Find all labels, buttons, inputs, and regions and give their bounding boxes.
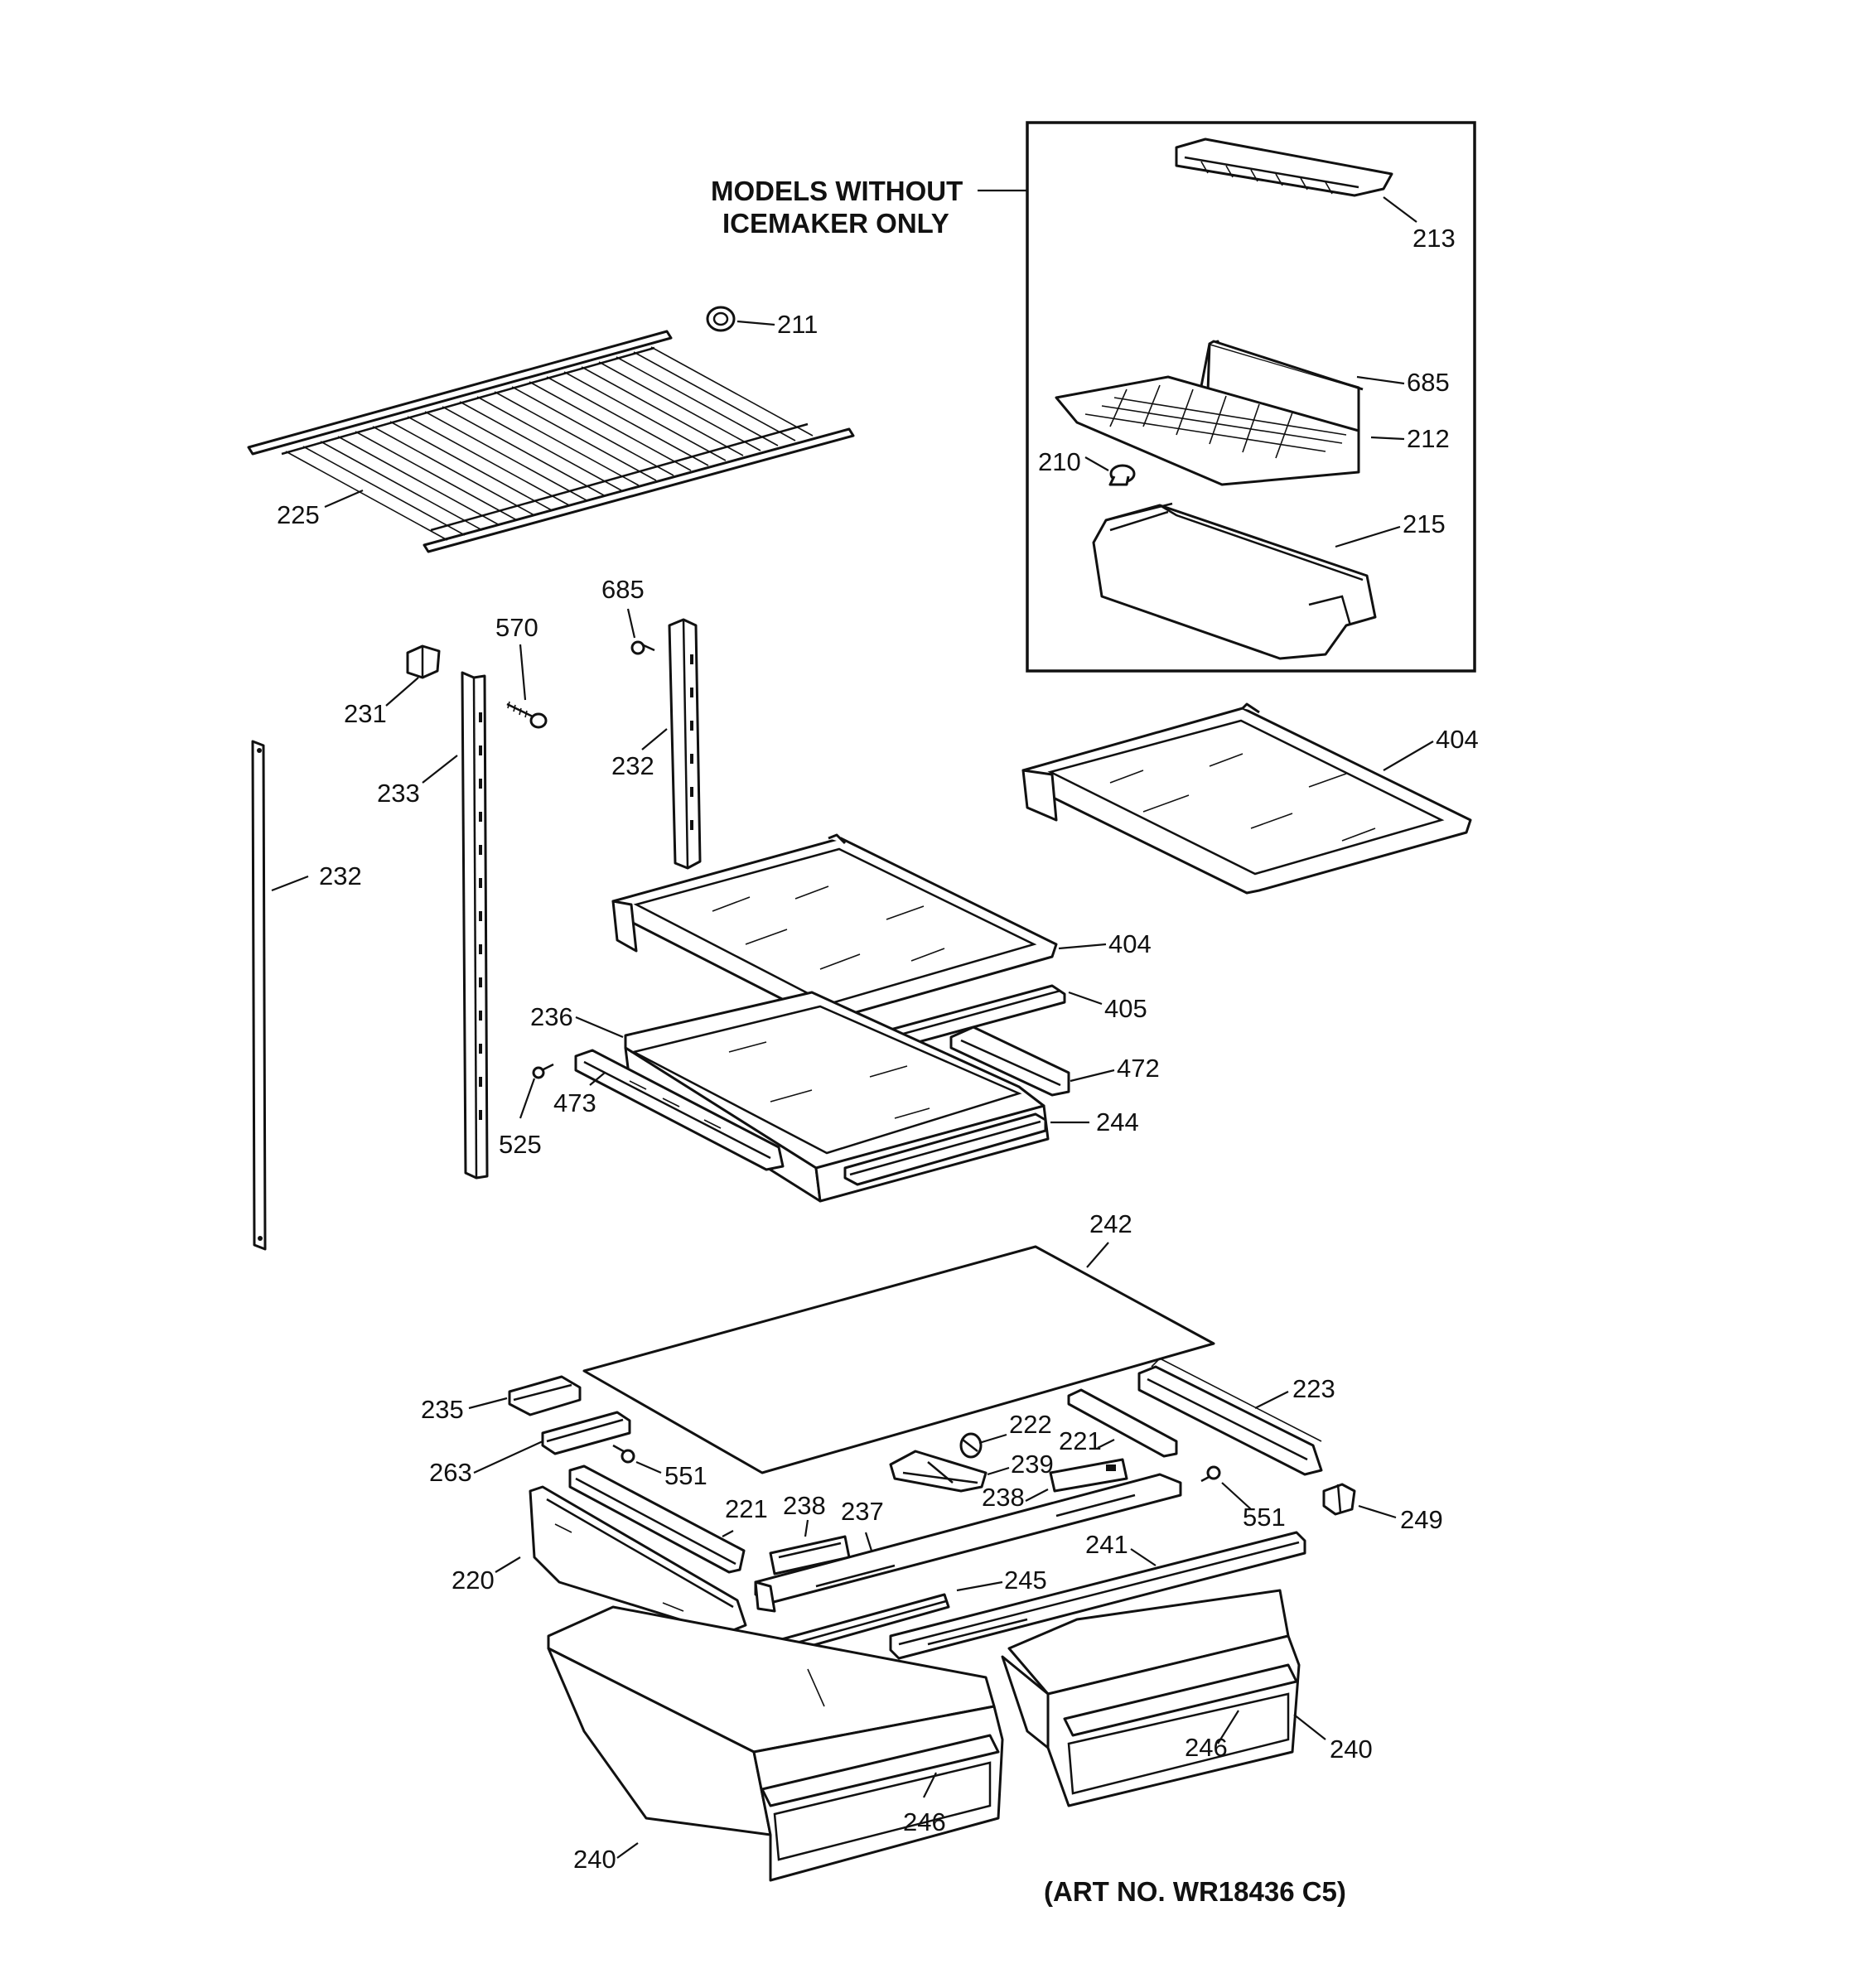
glass-shelf-404-right [1021, 702, 1472, 895]
rail-232-center [668, 618, 702, 870]
part-label-l244: 244 [1096, 1107, 1139, 1136]
part-label-l685a: 685 [1407, 368, 1450, 397]
inset-caption-line1: MODELS WITHOUT [711, 176, 963, 206]
part-label-l472: 472 [1117, 1054, 1160, 1083]
shelf-cap-211 [706, 306, 736, 332]
part-label-l242: 242 [1089, 1209, 1132, 1238]
part-label-l240a: 240 [573, 1845, 616, 1874]
slide-rail-223 [1137, 1358, 1323, 1476]
screw-551-right [1200, 1465, 1221, 1483]
part-label-l212: 212 [1407, 424, 1450, 453]
part-label-l405: 405 [1104, 994, 1147, 1023]
bracket-221-center [1067, 1388, 1178, 1458]
part-label-l246a: 246 [903, 1807, 946, 1836]
screw-551-left [612, 1444, 635, 1464]
knob-210 [1108, 464, 1136, 486]
part-label-l232a: 232 [319, 861, 362, 890]
part-label-l249: 249 [1400, 1505, 1443, 1534]
part-label-l241: 241 [1085, 1530, 1128, 1559]
ice-tray-213 [1175, 138, 1393, 197]
crisper-drawer-240-left [547, 1605, 1004, 1882]
part-label-l245: 245 [1004, 1566, 1047, 1595]
screw-685 [630, 640, 655, 655]
screw-525 [532, 1063, 554, 1079]
ice-tray-support-212 [1055, 340, 1364, 486]
bracket-263 [541, 1411, 631, 1455]
part-label-l223: 223 [1292, 1374, 1335, 1403]
part-label-l238a: 238 [783, 1491, 826, 1520]
part-label-l221b: 221 [725, 1494, 768, 1523]
clip-231 [406, 644, 441, 679]
drawer-trim-244 [843, 1112, 1047, 1186]
part-label-l233: 233 [377, 779, 420, 808]
inset-caption-line2: ICEMAKER ONLY [722, 208, 949, 239]
screw-570 [506, 701, 548, 729]
part-label-l221a: 221 [1059, 1426, 1102, 1455]
part-label-l235: 235 [421, 1395, 464, 1424]
wire-shelf-225 [247, 330, 855, 553]
part-label-l525: 525 [499, 1130, 542, 1159]
part-label-l211: 211 [777, 310, 818, 339]
part-label-l220: 220 [452, 1566, 495, 1595]
part-label-l246b: 246 [1185, 1733, 1228, 1762]
part-label-l404b: 404 [1108, 929, 1152, 958]
glass-shelf-404-center [611, 833, 1058, 1022]
rail-232-left [251, 740, 267, 1251]
drawer-slide-473 [574, 1049, 785, 1171]
part-label-l473: 473 [553, 1088, 596, 1117]
part-label-l685b: 685 [601, 575, 645, 604]
part-label-l238b: 238 [982, 1483, 1025, 1512]
part-label-l239: 239 [1011, 1450, 1054, 1479]
part-label-l213: 213 [1412, 224, 1456, 253]
glass-panel-242 [582, 1245, 1215, 1474]
rail-233 [461, 671, 489, 1180]
icemaker-inset: MODELS WITHOUT ICEMAKER ONLY 213 685 212 [711, 121, 1476, 673]
part-label-l225: 225 [277, 500, 320, 529]
art-number: (ART NO. WR18436 C5) [1044, 1876, 1346, 1907]
part-label-l236: 236 [530, 1002, 573, 1031]
rail-241 [889, 1531, 1306, 1660]
roller-222 [959, 1432, 983, 1459]
ice-bucket-215 [1092, 502, 1377, 660]
part-label-l232b: 232 [611, 751, 654, 780]
part-label-l222: 222 [1009, 1410, 1052, 1439]
bracket-221-left [568, 1464, 746, 1574]
part-label-l551a: 551 [664, 1461, 707, 1490]
drawer-slide-472 [949, 1025, 1070, 1097]
part-label-l237: 237 [841, 1497, 884, 1526]
part-label-l215: 215 [1403, 509, 1446, 538]
part-label-l210: 210 [1038, 447, 1081, 476]
cross-rail-237 [754, 1473, 1182, 1613]
plate-238-right [1049, 1458, 1128, 1493]
part-label-l570: 570 [495, 613, 538, 642]
part-label-l231: 231 [344, 699, 387, 728]
part-label-l240b: 240 [1330, 1735, 1373, 1764]
crisper-drawer-240-right [1001, 1589, 1301, 1807]
hinge-bracket-239 [889, 1450, 988, 1493]
part-label-l404a: 404 [1436, 725, 1479, 754]
part-label-l263: 263 [429, 1458, 472, 1487]
part-label-l551b: 551 [1243, 1503, 1286, 1532]
switch-249 [1322, 1483, 1356, 1516]
bracket-235 [508, 1375, 582, 1416]
